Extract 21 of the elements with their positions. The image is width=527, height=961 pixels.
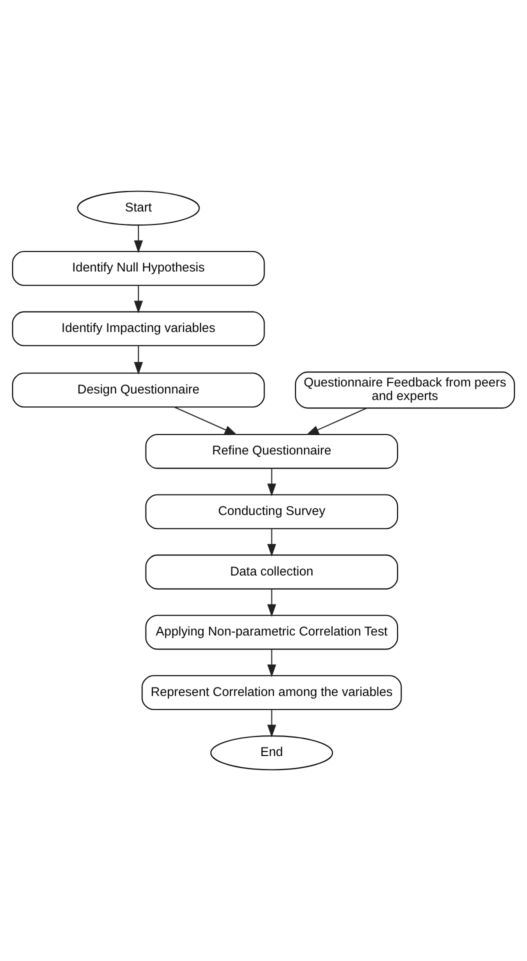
node-box: Identify Null Hypothesis [12, 250, 265, 286]
arrow [134, 346, 143, 375]
arrow [267, 649, 276, 678]
node-ellipse: Start [77, 190, 200, 226]
arrow [134, 285, 143, 314]
arrow [267, 710, 276, 738]
arrow [134, 225, 143, 254]
node-box: Identify Impacting variables [12, 311, 265, 346]
node-box: Data collection [145, 554, 398, 590]
arrow [267, 588, 276, 617]
arrow [267, 528, 276, 557]
node-box: Questionnaire Feedback from peers and experts [294, 372, 515, 409]
node-box: Refine Questionnaire [145, 434, 398, 469]
node-box: Design Questionnaire [12, 372, 265, 408]
node-ellipse: End [210, 735, 334, 770]
node-box: Represent Correlation among the variables [142, 675, 402, 710]
arrow [267, 468, 276, 496]
node-box: Conducting Survey [145, 494, 398, 530]
arrow [174, 406, 238, 436]
arrow [306, 408, 367, 436]
node-box: Applying Non-parametric Correlation Test [145, 614, 398, 650]
